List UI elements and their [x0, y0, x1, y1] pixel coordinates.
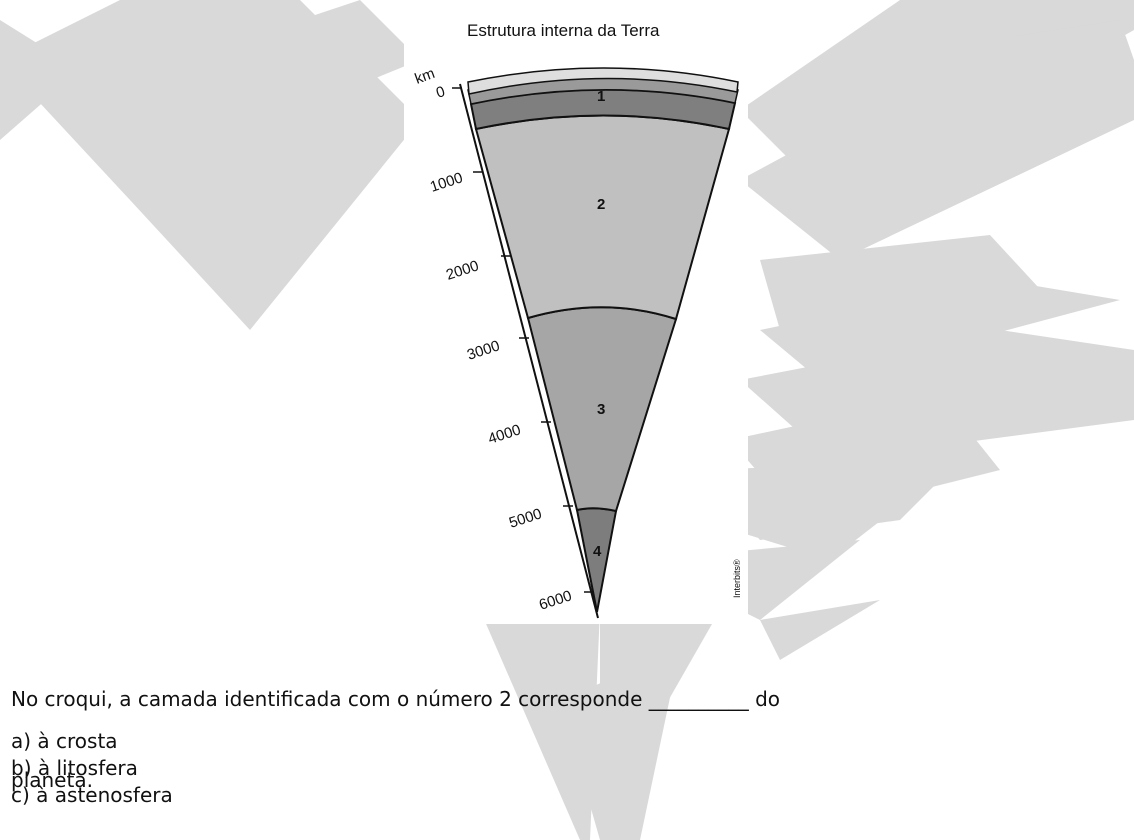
earth-structure-figure: Estrutura interna da Terra km 0 1000	[404, 12, 748, 624]
figure-title: Estrutura interna da Terra	[467, 21, 660, 40]
question-text: No croqui, a camada identificada com o n…	[11, 632, 1134, 821]
layer-outer-crust	[467, 67, 739, 95]
depth-axis	[459, 83, 599, 619]
layer-2-shape	[474, 114, 731, 321]
layer-label-4: 4	[593, 543, 602, 560]
tick-label-6000: 6000	[537, 587, 574, 613]
tick-label-2000: 2000	[444, 257, 481, 283]
question-line-2: planeta.	[11, 768, 93, 792]
option-c[interactable]: c) à astenosfera	[11, 783, 173, 807]
tick-label-1000: 1000	[428, 169, 465, 195]
layer-label-3: 3	[597, 401, 605, 418]
tick-label-5000: 5000	[507, 505, 544, 531]
tick-label-4000: 4000	[486, 421, 523, 447]
figure-credit: Interbits®	[732, 559, 742, 598]
tick-label-3000: 3000	[465, 337, 502, 363]
axis-unit-label: km	[413, 65, 438, 88]
layer-label-1: 1	[597, 88, 605, 105]
option-b[interactable]: b) à litosfera	[11, 756, 138, 780]
option-a[interactable]: a) à crosta	[11, 729, 118, 753]
answer-options: a) à crosta b) à litosfera c) à astenosf…	[11, 728, 173, 809]
depth-ticks	[452, 87, 594, 593]
tick-label-0: 0	[434, 83, 447, 102]
layer-label-2: 2	[597, 196, 605, 213]
question-line-1: No croqui, a camada identificada com o n…	[11, 687, 781, 711]
